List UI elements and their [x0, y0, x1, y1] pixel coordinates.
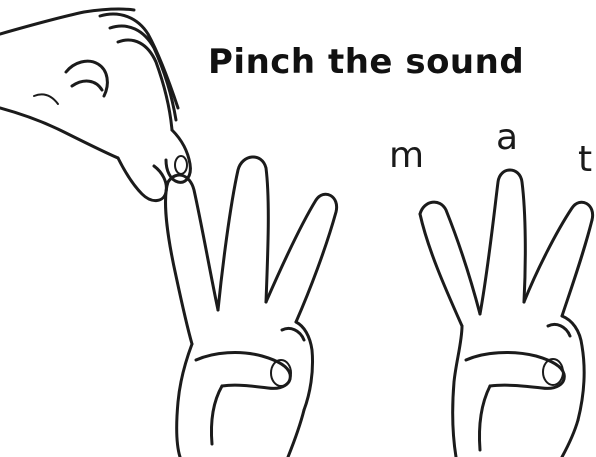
three-fingers-up-hand-icon: [166, 157, 337, 457]
three-fingers-up-hand-icon: [420, 170, 593, 457]
page-title: Pinch the sound: [208, 42, 524, 82]
sound-letter-a: a: [496, 118, 518, 158]
pinching-hand-icon: [0, 9, 190, 201]
sound-letter-t: t: [578, 140, 592, 180]
sound-letter-m: m: [389, 136, 424, 176]
